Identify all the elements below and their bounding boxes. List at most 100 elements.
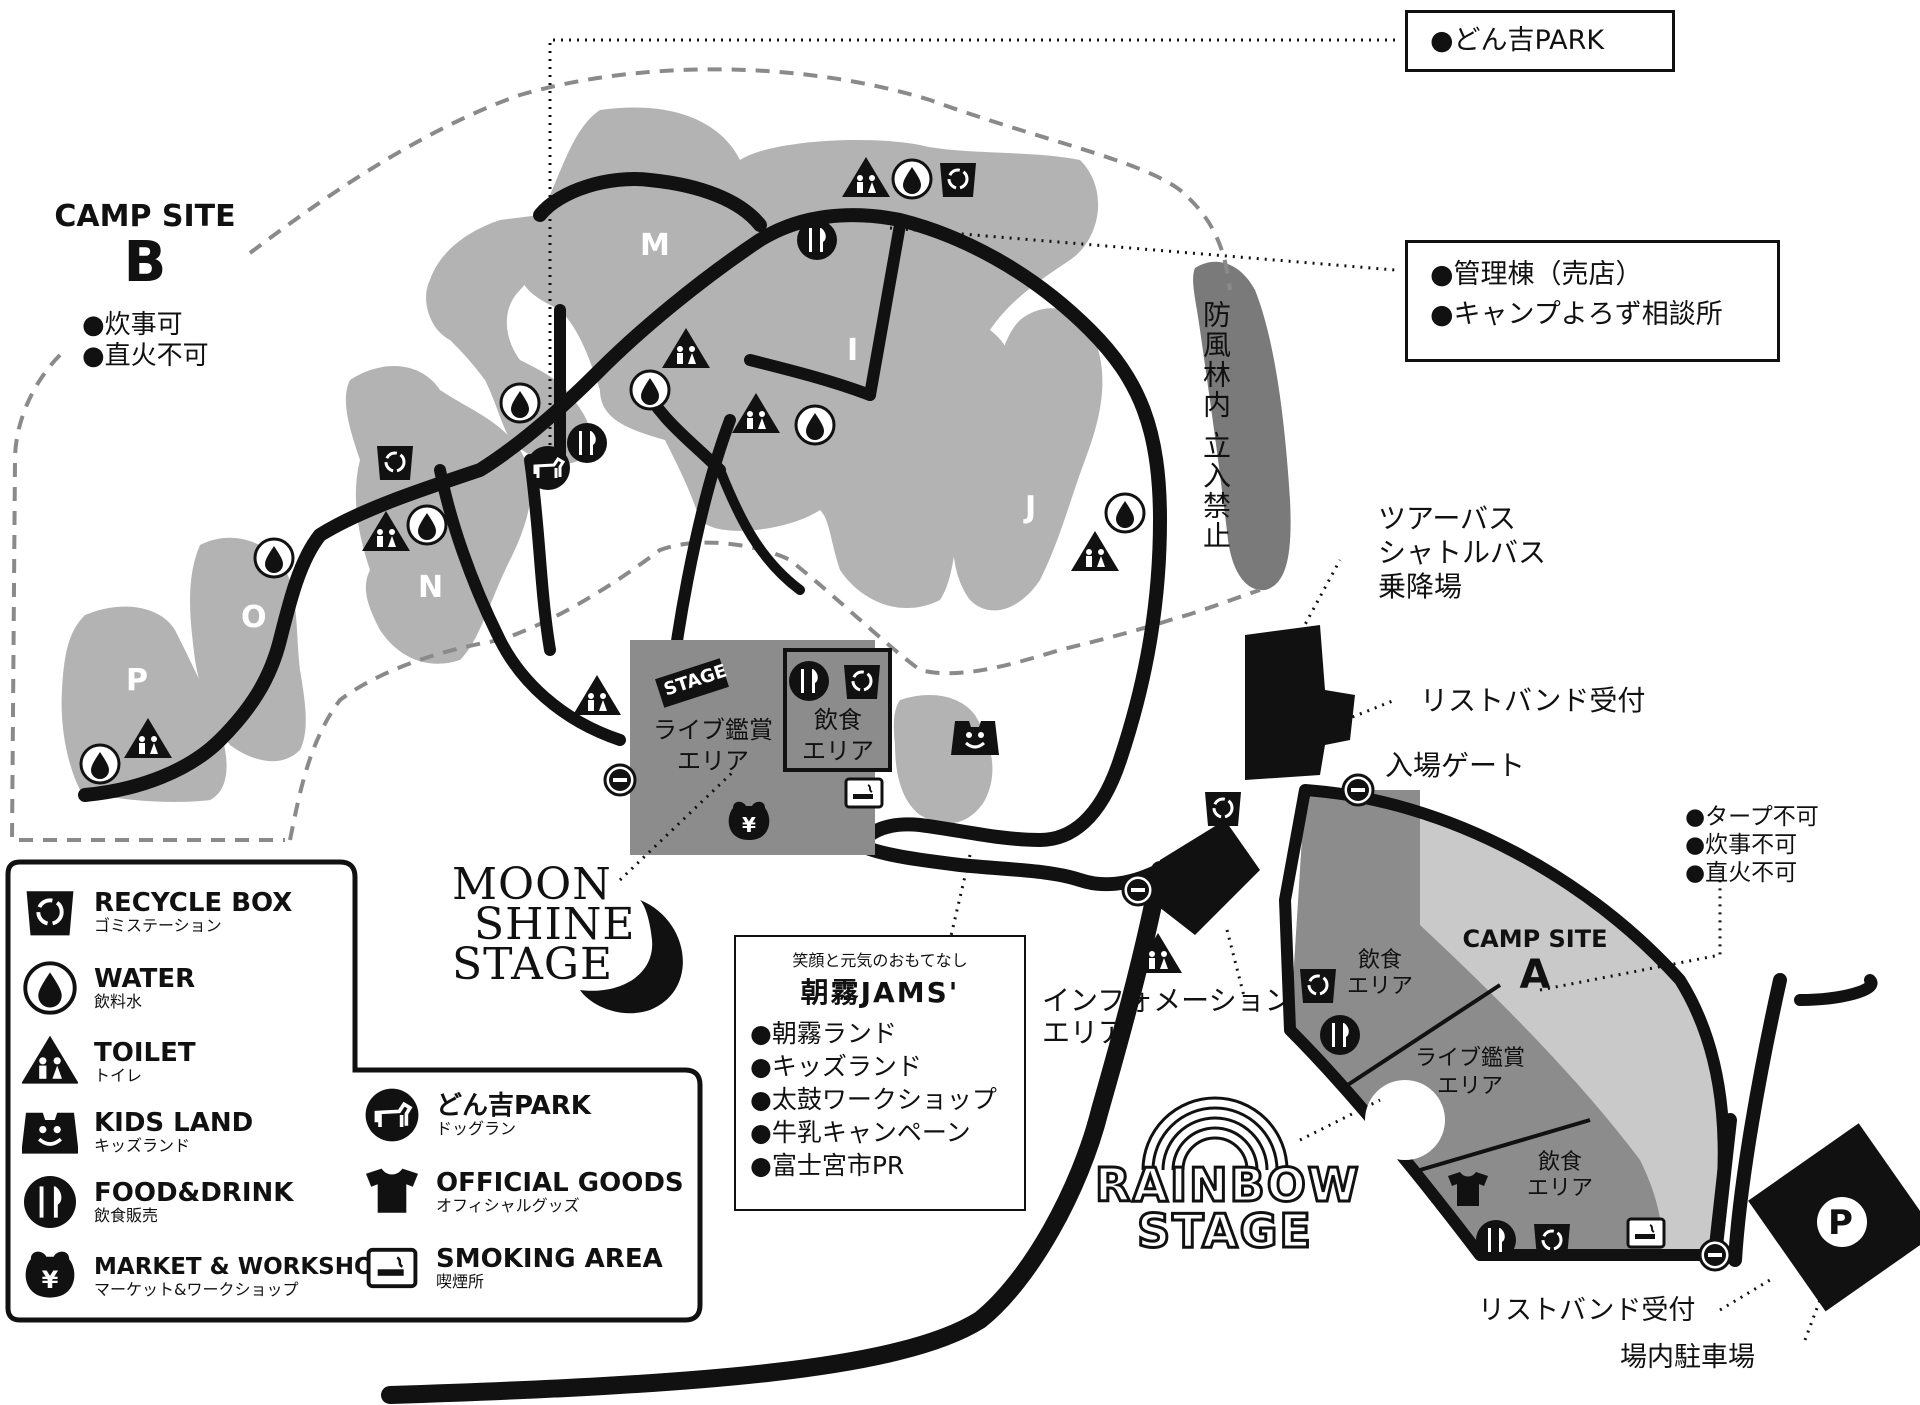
food-area-line-2: エリア <box>802 737 874 765</box>
roads <box>78 172 1169 1404</box>
legend-recycle-en: RECYCLE BOX <box>94 888 293 918</box>
zone-i: I <box>847 333 859 368</box>
zone-g: G <box>1033 745 1058 780</box>
camp-site-a-notes: ●タープ不可 ●炊事不可 ●直火不可 <box>1685 803 1819 887</box>
water-icon <box>22 960 78 1016</box>
camp-a-note-3: ●直火不可 <box>1685 860 1798 886</box>
moonshine-stage-logo: MOON SHINE STAGE <box>452 859 636 990</box>
legend-toilet-ja: トイレ <box>94 1066 143 1085</box>
camp-a-note-1: ●タープ不可 <box>1685 804 1819 830</box>
smoking-area-icon <box>364 1240 420 1296</box>
camp-a-live-line-2: エリア <box>1436 1074 1503 1099</box>
camp-site-a <box>1279 784 1878 1267</box>
parking-label: 場内駐車場 <box>1620 1342 1755 1373</box>
legend-recycle-ja: ゴミステーション <box>94 916 222 935</box>
management-line-1: ●管理棟（売店） <box>1430 259 1643 290</box>
asagiri-item-3: ●太鼓ワークショップ <box>750 1085 997 1114</box>
zone-n: N <box>418 570 444 605</box>
asagiri-item-5: ●富士宮市PR <box>750 1151 905 1180</box>
legend-kids-ja: キッズランド <box>94 1136 191 1155</box>
live-area-line-1: ライブ鑑賞 <box>653 716 773 744</box>
parking-symbol-circle <box>1817 1197 1867 1247</box>
zone-p: P <box>126 663 148 698</box>
rainbow-line-2: STAGE <box>1136 1204 1313 1258</box>
legend-dogpark-ja: ドッグラン <box>436 1119 517 1138</box>
camp-site-b-letter: B <box>123 230 167 295</box>
asagiri-logo: 朝霧JAMS' <box>800 976 960 1009</box>
camp-site-b-top: CAMP SITE <box>54 199 236 234</box>
legend-market-en: MARKET & WORKSHOP <box>94 1254 391 1280</box>
asagiri-jams-box: 笑顔と元気のおもてなし 朝霧JAMS' ●朝霧ランド ●キッズランド ●太鼓ワー… <box>734 935 1026 1211</box>
asagiri-item-4: ●牛乳キャンペーン <box>750 1118 971 1147</box>
bus-stop-label: ツアーバス シャトルバス 乗降場 <box>1378 502 1546 604</box>
moonshine-line-2: SHINE <box>474 899 636 950</box>
camp-a-food-2-line-1: 飲食 <box>1537 1150 1582 1175</box>
zone-o: O <box>241 600 267 635</box>
info-area-label: インフォメーション エリア <box>1042 985 1293 1049</box>
zone-j: J <box>1025 490 1037 525</box>
camp-a-food-1-line-2: エリア <box>1346 974 1413 999</box>
moonshine-line-3: STAGE <box>452 939 614 990</box>
camp-site-a-letter: A <box>1519 952 1551 998</box>
camp-boundaries <box>9 67 1261 842</box>
asagiri-item-2: ●キッズランド <box>750 1052 922 1081</box>
legend-smoking-en: SMOKING AREA <box>436 1244 663 1274</box>
rainbow-stage-logo: RAINBOW STAGE <box>1094 1158 1361 1258</box>
donkichi-park-label: ●どん吉PARK <box>1430 25 1605 56</box>
legend-market-ja: マーケット&ワークショップ <box>94 1280 299 1299</box>
legend-food-en: FOOD&DRINK <box>94 1178 294 1208</box>
legend-smoking-ja: 喫煙所 <box>436 1272 485 1291</box>
legend-food-ja: 飲食販売 <box>94 1206 159 1225</box>
legend-water-en: WATER <box>94 964 196 994</box>
stage-tag <box>655 658 729 708</box>
official-goods-icon <box>364 1164 420 1220</box>
bus-terminal <box>1245 625 1355 780</box>
no-entry-label: 防風林内 立入禁止 <box>1199 300 1232 551</box>
legend-goods-ja: オフィシャルグッズ <box>436 1196 580 1215</box>
camp-a-food-1-line-1: 飲食 <box>1357 948 1402 973</box>
toilet-icon <box>22 1034 78 1090</box>
legend-toilet-en: TOILET <box>94 1038 196 1068</box>
market-workshop-icon <box>22 1248 78 1304</box>
legend-water-ja: 飲料水 <box>94 992 143 1011</box>
bus-line-2: シャトルバス <box>1378 536 1547 569</box>
camp-site-a-title: CAMP SITE A <box>1455 925 1615 997</box>
camp-site-b-title: CAMP SITE B <box>40 200 250 292</box>
windbreak-strip <box>1193 261 1291 591</box>
food-area-line-1: 飲食 <box>814 706 862 734</box>
live-area-line-2: エリア <box>677 747 749 775</box>
leader-lines <box>548 38 1822 1341</box>
kids-land-icon <box>22 1104 78 1160</box>
camp-a-live-line-1: ライブ鑑賞 <box>1414 1046 1525 1071</box>
camp-a-note-2: ●炊事不可 <box>1685 832 1798 858</box>
rainbow-line-1: RAINBOW <box>1094 1158 1361 1212</box>
camp-a-food-1: 飲食 エリア <box>1345 948 1415 1000</box>
legend-frame <box>5 859 703 1323</box>
dog-park-icon <box>364 1087 420 1143</box>
zone-m: M <box>640 228 670 263</box>
entrance-gate-label: 入場ゲート <box>1385 749 1526 782</box>
recycle-box-icon <box>22 884 78 940</box>
asagiri-slogan: 笑顔と元気のおもてなし <box>792 951 968 970</box>
zone-k: K <box>1150 350 1174 385</box>
bus-line-1: ツアーバス <box>1378 502 1517 535</box>
camp-b-note-1: ●炊事可 <box>82 310 183 340</box>
info-building <box>1150 820 1260 935</box>
management-callout: ●管理棟（売店） ●キャンプよろず相談所 <box>1405 240 1780 362</box>
moonshine-line-1: MOON <box>452 859 612 910</box>
rainbow-arc <box>1141 1096 1289 1171</box>
bus-line-3: 乗降場 <box>1378 570 1463 603</box>
parking-letter: P <box>1828 1203 1853 1243</box>
live-area-label: ライブ鑑賞 エリア <box>648 715 778 777</box>
